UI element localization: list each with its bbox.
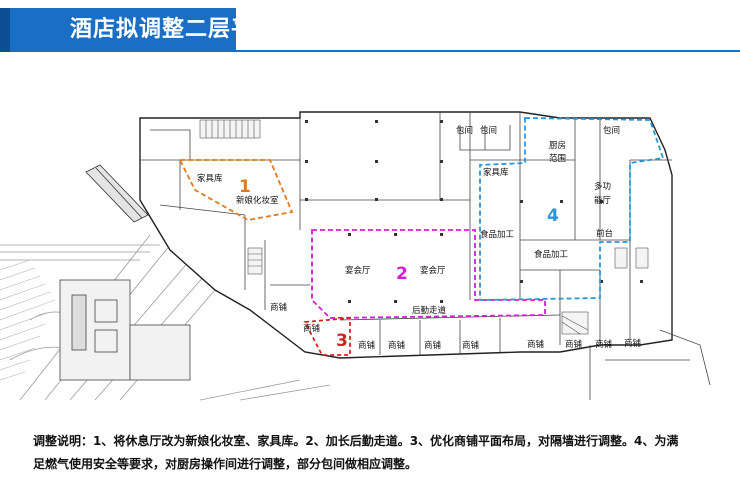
header-rule xyxy=(236,50,740,52)
zone-1-number: 1 xyxy=(239,177,251,197)
room-label-xinniang: 新娘化妆室 xyxy=(236,195,279,206)
room-label-baojian-2: 包间 xyxy=(480,125,497,136)
room-label-shangpu-1: 商铺 xyxy=(270,302,288,313)
room-label-shipin-1: 食品加工 xyxy=(480,229,515,240)
floor-plan: 包间 包间 包间 厨房 范围 家具库 家具库 新娘化妆室 多功 能厅 前台 食品… xyxy=(0,60,740,410)
room-label-chufang: 厨房 xyxy=(549,140,566,151)
lower-right-wing xyxy=(589,329,711,400)
floor-plan-drawing: 包间 包间 包间 厨房 范围 家具库 家具库 新娘化妆室 多功 能厅 前台 食品… xyxy=(0,111,711,401)
room-label-shangpu-5: 商铺 xyxy=(424,340,442,351)
room-label-shangpu-8: 商铺 xyxy=(565,339,583,350)
zone-2-outline xyxy=(311,229,546,319)
room-label-shangpu-7: 商铺 xyxy=(527,339,545,350)
adjustment-notes-line-1: 调整说明：1、将休息厅改为新娘化妆室、家具库。2、加长后勤走道。3、优化商铺平面… xyxy=(33,434,679,448)
room-label-shangpu-9: 商铺 xyxy=(595,339,613,350)
slide-header: 酒店拟调整二层平面 xyxy=(0,0,740,58)
room-label-shangpu-3: 商铺 xyxy=(358,340,376,351)
room-label-qiantai: 前台 xyxy=(596,228,613,239)
room-label-jiajuku-b: 家具库 xyxy=(483,167,509,178)
room-label-fanwei: 范围 xyxy=(549,153,566,164)
stairs xyxy=(199,119,649,335)
room-label-shangpu-4: 商铺 xyxy=(388,340,406,351)
room-label-shangpu-10: 商铺 xyxy=(624,338,642,349)
zone-4-outline xyxy=(479,117,665,301)
room-label-houqin: 后勤走道 xyxy=(412,305,447,316)
building-outline xyxy=(139,111,673,359)
adjustment-notes-line-2: 足燃气使用安全等要求，对厨房操作间进行调整，部分包间做相应调整。 xyxy=(33,457,418,471)
room-label-shipin-2: 食品加工 xyxy=(534,249,569,260)
title-bar-accent xyxy=(0,8,10,52)
slide-title: 酒店拟调整二层平面 xyxy=(70,17,278,42)
zone-3-number: 3 xyxy=(336,331,348,351)
hatch-area xyxy=(0,259,56,381)
title-bar xyxy=(0,8,236,52)
room-label-baojian-3: 包间 xyxy=(603,125,620,136)
room-label-shangpu-2: 商铺 xyxy=(303,323,321,334)
zone-4-number: 4 xyxy=(547,206,559,226)
room-label-yanhui-2: 宴会厅 xyxy=(420,265,446,276)
room-label-jiajuku-a: 家具库 xyxy=(197,173,223,184)
zone-3-outline xyxy=(303,317,351,356)
adjustment-notes: 调整说明：1、将休息厅改为新娘化妆室、家具库。2、加长后勤走道。3、优化商铺平面… xyxy=(33,430,713,476)
escalator xyxy=(85,164,149,223)
room-label-duogongneng-2: 能厅 xyxy=(594,195,612,206)
zone-1-outline xyxy=(178,159,294,221)
room-label-duogongneng-1: 多功 xyxy=(594,181,611,192)
room-label-baojian-1: 包间 xyxy=(456,125,473,136)
room-label-shangpu-6: 商铺 xyxy=(462,340,480,351)
left-block xyxy=(59,279,191,381)
room-label-yanhui-1: 宴会厅 xyxy=(345,265,371,276)
structural-columns xyxy=(305,120,643,303)
zone-2-number: 2 xyxy=(396,264,408,284)
